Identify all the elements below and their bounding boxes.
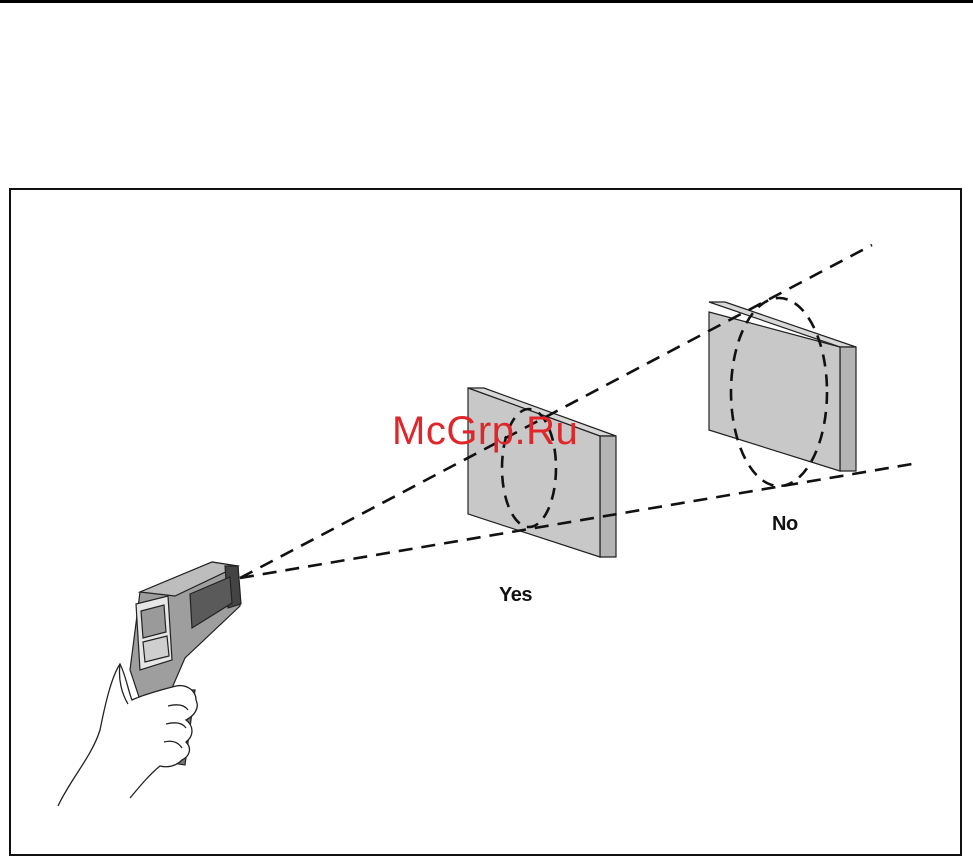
label-yes: Yes — [499, 584, 532, 607]
watermark: McGrp.Ru — [392, 409, 578, 454]
hand-icon — [58, 664, 197, 806]
target-far — [709, 302, 856, 471]
label-no: No — [772, 513, 798, 536]
